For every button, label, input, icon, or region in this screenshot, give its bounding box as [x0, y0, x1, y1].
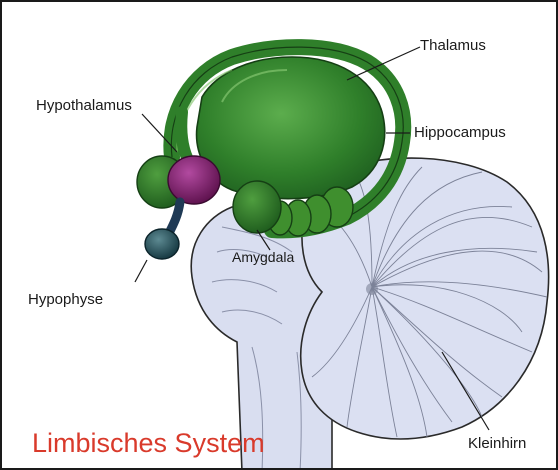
kleinhirn-label: Kleinhirn — [468, 436, 526, 451]
hippocampus-label: Hippocampus — [414, 125, 506, 140]
amygdala-shape — [233, 181, 281, 233]
diagram-title: Limbisches System — [32, 430, 265, 457]
thalamus-shape — [197, 57, 385, 199]
thalamus-label: Thalamus — [420, 38, 486, 53]
hypophyse-label: Hypophyse — [28, 292, 103, 307]
hypothalamus-label: Hypothalamus — [36, 98, 132, 113]
amygdala-label: Amygdala — [232, 250, 294, 264]
hypophyse-shape — [145, 202, 180, 259]
